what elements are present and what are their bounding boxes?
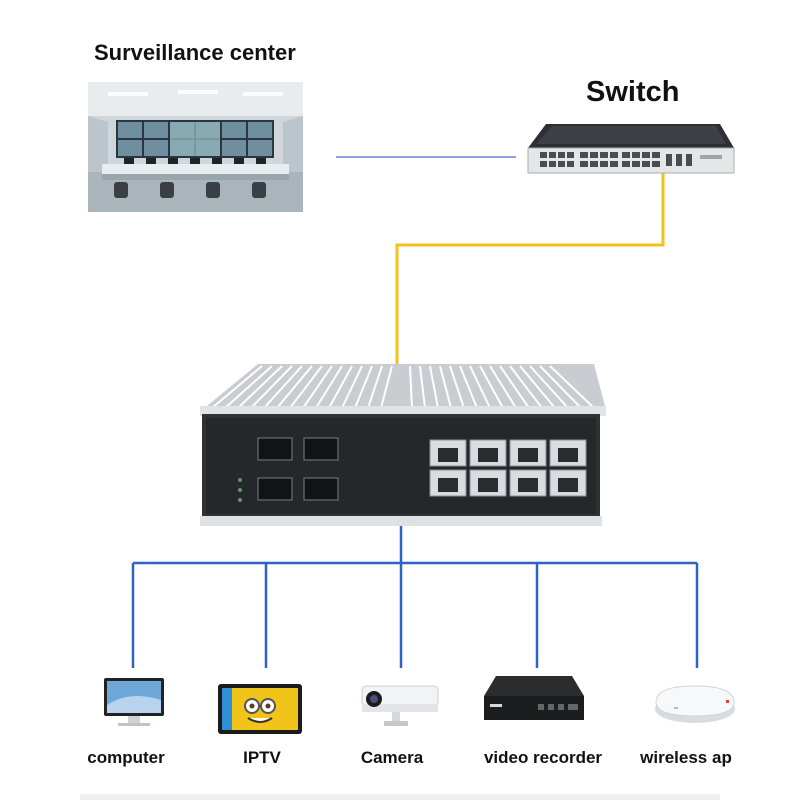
industrial-switch-image (200, 364, 606, 526)
downlink-lines (131, 525, 699, 668)
switch-label: Switch (586, 76, 680, 108)
tv-icon (218, 684, 302, 734)
camera-icon (361, 685, 439, 726)
surveillance-center-image (88, 82, 303, 212)
surveillance-center-label: Surveillance center (94, 40, 296, 65)
video-recorder-icon (484, 676, 584, 720)
wireless-ap-icon (655, 685, 735, 723)
device-label-iptv: IPTV (243, 748, 281, 767)
device-label-video-recorder: video recorder (483, 748, 603, 767)
device-label-wireless-ap: wireless ap (640, 748, 732, 767)
computer-icon (104, 678, 164, 726)
rack-switch-image (527, 124, 735, 174)
bottom-divider (80, 794, 720, 800)
device-label-camera: Camera (360, 748, 424, 767)
trunk-line (395, 172, 665, 368)
device-label-computer: computer (87, 748, 165, 767)
